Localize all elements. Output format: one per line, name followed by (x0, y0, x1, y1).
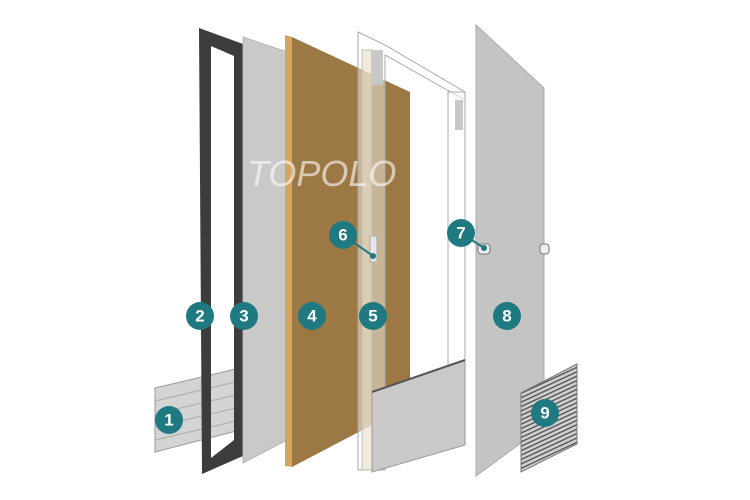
leader-dot-6 (370, 253, 376, 259)
badge-9: 9 (531, 399, 559, 427)
badge-number: 3 (239, 307, 248, 326)
badge-7: 7 (447, 219, 475, 247)
leader-dot-7 (481, 245, 487, 251)
badge-5: 5 (359, 302, 387, 330)
badge-number: 2 (195, 307, 204, 326)
badge-1: 1 (155, 406, 183, 434)
wood-board-part (285, 35, 410, 467)
badge-4: 4 (298, 302, 326, 330)
watermark: TOPOLO (247, 153, 396, 194)
badge-8: 8 (493, 302, 521, 330)
badge-number: 1 (164, 411, 173, 430)
gray-sheet-part (242, 36, 288, 464)
badge-3: 3 (230, 302, 258, 330)
badge-number: 4 (307, 307, 317, 326)
badge-number: 5 (368, 307, 377, 326)
badge-number: 6 (338, 226, 347, 245)
badge-6: 6 (329, 221, 357, 249)
dark-frame-part (199, 28, 243, 474)
badge-number: 9 (540, 404, 549, 423)
badge-2: 2 (186, 302, 214, 330)
badge-number: 8 (502, 307, 511, 326)
transparent-frame-part (357, 31, 466, 473)
badge-number: 7 (456, 224, 465, 243)
